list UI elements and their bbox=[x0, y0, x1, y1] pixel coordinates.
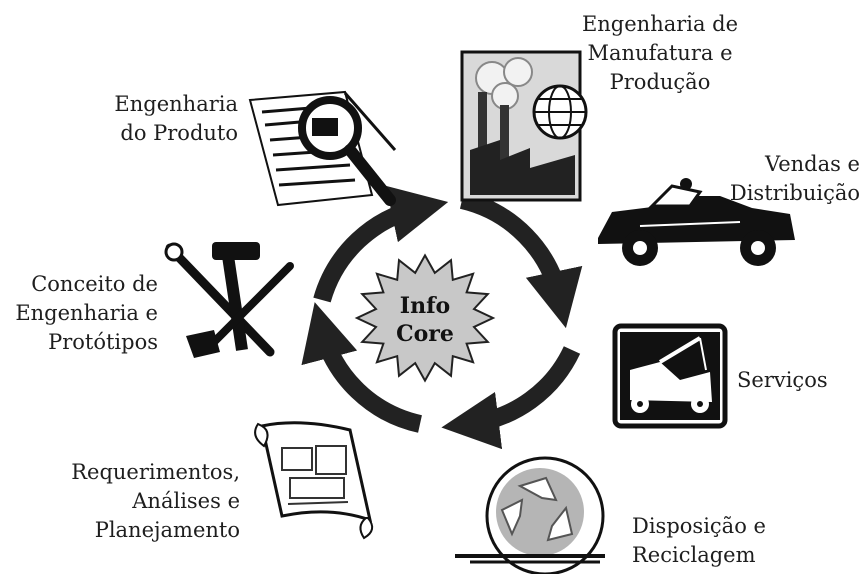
label-requerimentos: Requerimentos, Análises e Planejamento bbox=[71, 460, 240, 542]
label-conceito: Conceito de Engenharia e Protótipos bbox=[15, 272, 158, 354]
convertible-car-icon bbox=[598, 178, 795, 266]
cycle-arrows bbox=[301, 185, 583, 450]
recycle-icon bbox=[455, 456, 605, 574]
info-core-starburst bbox=[354, 253, 496, 383]
info-core-line-2: Core bbox=[396, 321, 454, 347]
info-core-line-1: Info bbox=[399, 293, 451, 319]
cycle-arrow-bottom-left bbox=[301, 302, 423, 433]
magnifier-document-icon bbox=[248, 90, 397, 207]
blueprint-scroll-icon bbox=[254, 421, 374, 540]
label-reciclagem: Disposição e Reciclagem bbox=[632, 514, 766, 567]
cycle-arrow-top-right bbox=[459, 191, 583, 329]
cycle-arrow-bottom-right bbox=[441, 346, 581, 450]
label-vendas: Vendas e Distribuição bbox=[729, 152, 860, 205]
cycle-arrow-top-left bbox=[313, 185, 449, 303]
factory-globe-icon bbox=[460, 50, 588, 202]
label-servicos: Serviços bbox=[737, 368, 828, 392]
label-engenharia-produto: Engenharia do Produto bbox=[114, 92, 238, 145]
label-manufatura: Engenharia de Manufatura e Produção bbox=[581, 12, 739, 94]
tow-truck-icon bbox=[612, 323, 728, 429]
info-core-label: Info Core bbox=[375, 292, 475, 348]
tools-icon bbox=[164, 242, 294, 358]
